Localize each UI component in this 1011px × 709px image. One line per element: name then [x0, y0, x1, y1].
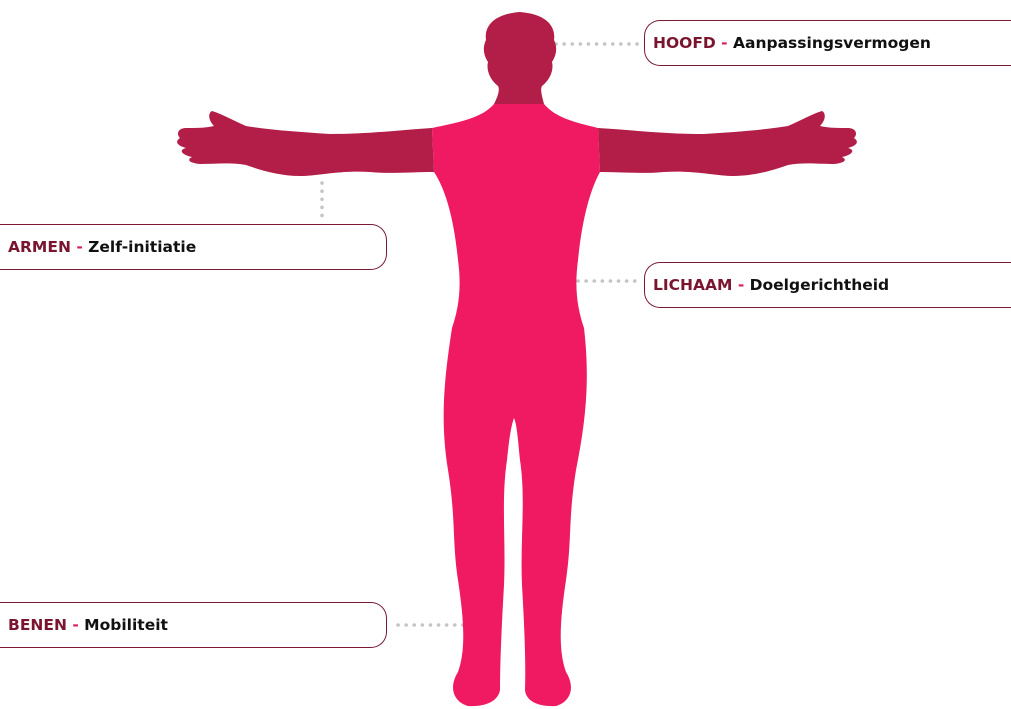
head-description: Aanpassingsvermogen [733, 34, 931, 52]
arms-keyword: ARMEN [8, 238, 71, 256]
head-keyword: HOOFD [653, 34, 716, 52]
head-label: HOOFD - Aanpassingsvermogen [644, 20, 1011, 66]
head-separator: - [716, 34, 733, 52]
right-arm-shape [598, 111, 857, 176]
legs-description: Mobiliteit [84, 616, 168, 634]
left-arm-shape [177, 111, 434, 176]
body-label: LICHAAM - Doelgerichtheid [644, 262, 1011, 308]
arms-description: Zelf-initiatie [88, 238, 196, 256]
head-shape [484, 12, 556, 104]
legs-shape [444, 328, 587, 706]
legs-separator: - [67, 616, 84, 634]
arms-label: ARMEN - Zelf-initiatie [0, 224, 387, 270]
legs-keyword: BENEN [8, 616, 67, 634]
body-separator: - [732, 276, 749, 294]
body-description: Doelgerichtheid [750, 276, 890, 294]
legs-label: BENEN - Mobiliteit [0, 602, 387, 648]
torso-shape [432, 104, 600, 328]
body-keyword: LICHAAM [653, 276, 732, 294]
arms-separator: - [71, 238, 88, 256]
